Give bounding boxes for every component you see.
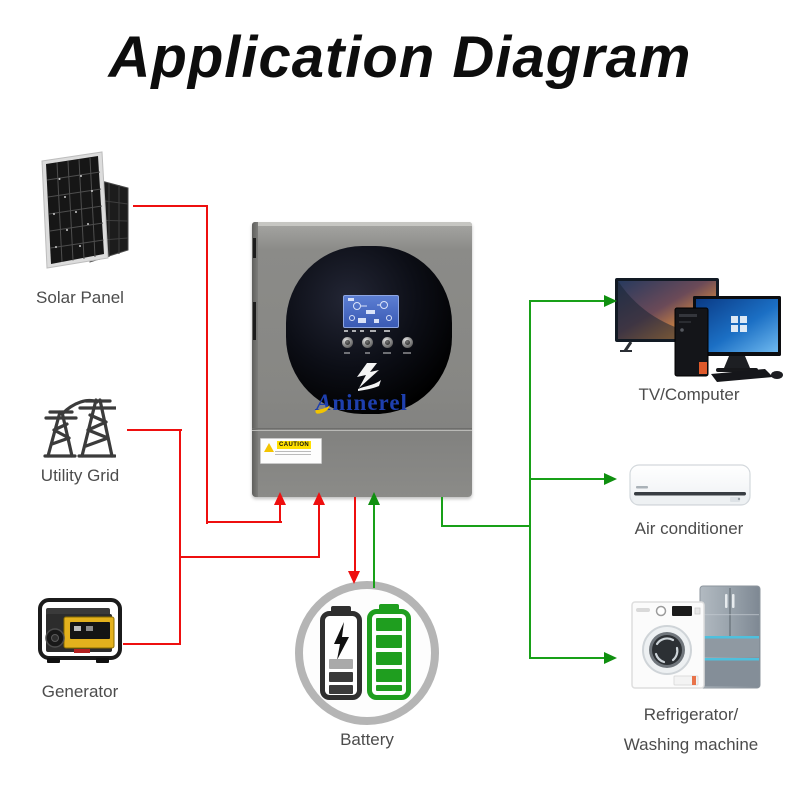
inverter-side-vent — [253, 302, 256, 340]
label-solar-panel: Solar Panel — [36, 288, 124, 307]
generator-line-horizontal — [123, 643, 181, 645]
label-refrigerator: Refrigerator/ — [643, 705, 739, 724]
inverter-seam-highlight — [252, 430, 472, 431]
fridge-branch-line — [530, 657, 605, 659]
inverter-lcd-screen — [343, 295, 399, 328]
label-washing-machine: Washing machine — [623, 735, 759, 754]
battery-charge-arrow — [348, 571, 360, 584]
solar-arrow-stem — [279, 504, 281, 523]
label-air-conditioner: Air conditioner — [634, 519, 744, 538]
output-line-horizontal — [441, 525, 531, 527]
solar-input-arrow — [274, 492, 286, 505]
inverter-button-enter[interactable] — [402, 337, 413, 348]
ac-branch-line — [530, 478, 605, 480]
indicator-icon — [370, 330, 376, 332]
ac-output-arrow — [604, 473, 617, 485]
inverter-button-up[interactable] — [362, 337, 373, 348]
label-generator: Generator — [41, 682, 119, 701]
utility-grid-icon — [43, 398, 116, 458]
inverter-front-panel — [286, 246, 452, 414]
ac-input-line-horizontal — [179, 556, 320, 558]
button-label-mark — [365, 352, 370, 354]
indicator-icon — [360, 330, 364, 332]
caution-text: CAUTION — [277, 441, 312, 449]
air-conditioner-icon — [629, 464, 751, 506]
page-title: Application Diagram — [108, 25, 692, 90]
ac-input-arrow-stem — [318, 504, 320, 558]
utility-generator-bus-vertical — [179, 429, 181, 645]
solar-panel-icon — [41, 151, 129, 269]
label-utility-grid: Utility Grid — [40, 466, 120, 485]
button-label-mark — [344, 352, 350, 354]
battery-circle — [295, 581, 439, 725]
solar-line-horizontal — [133, 205, 208, 207]
ac-input-arrow — [313, 492, 325, 505]
inverter-side-vent — [253, 238, 256, 258]
indicator-icon — [352, 330, 356, 332]
caution-fine-print — [275, 451, 311, 456]
battery-charging-icon — [320, 606, 362, 700]
button-label-mark — [383, 352, 391, 354]
solar-line-to-inverter — [206, 521, 282, 523]
output-line-vertical — [441, 497, 443, 527]
generator-icon — [38, 598, 122, 663]
brand-logo-glyph — [357, 363, 381, 391]
indicator-icon — [384, 330, 390, 332]
solar-line-vertical — [206, 205, 208, 524]
label-battery: Battery — [340, 730, 394, 749]
inverter-top-bevel — [252, 222, 472, 226]
button-label-mark — [403, 352, 411, 354]
label-tv-computer: TV/Computer — [638, 385, 740, 404]
inverter-button-down[interactable] — [382, 337, 393, 348]
tv-branch-line — [530, 300, 605, 302]
inverter-left-edge — [252, 222, 258, 497]
indicator-icon — [344, 330, 348, 332]
battery-full-icon — [367, 604, 411, 700]
brand-letter-a: A — [314, 390, 333, 415]
refrigerator-washing-machine-icon — [631, 585, 761, 689]
battery-charge-line — [354, 497, 356, 572]
fridge-output-arrow — [604, 652, 617, 664]
inverter-seam-line — [252, 428, 472, 429]
utility-line-horizontal — [127, 429, 182, 431]
tv-output-arrow — [604, 295, 617, 307]
battery-discharge-line — [373, 504, 375, 588]
warning-triangle-icon — [264, 443, 274, 452]
battery-discharge-arrow — [368, 492, 380, 505]
tv-computer-icon — [615, 278, 783, 382]
inverter-button-esc[interactable] — [342, 337, 353, 348]
caution-sticker: CAUTION — [260, 438, 322, 464]
